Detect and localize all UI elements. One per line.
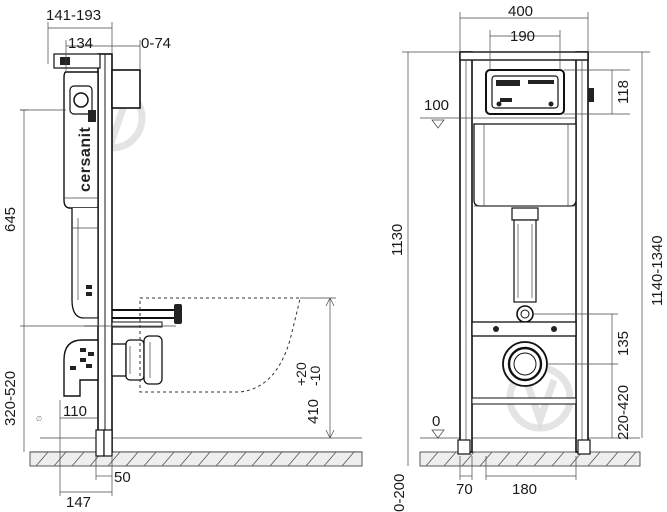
dim-frame-width: 400 [459, 3, 589, 52]
svg-text:+20: +20 [293, 362, 309, 386]
dim-bowl-height: 410 +20 -10 [293, 297, 336, 439]
floor-front [419, 437, 641, 467]
side-view: ∅ cersanit [2, 7, 363, 511]
svg-text:400: 400 [508, 3, 533, 20]
down-pipe [71, 208, 99, 327]
dim-total-height: 1130 [389, 51, 460, 438]
svg-text:320-520: 320-520 [2, 371, 19, 426]
svg-text:110: 110 [63, 403, 87, 420]
dim-foot-width: 70 [456, 456, 473, 498]
svg-text:118: 118 [615, 80, 632, 104]
svg-text:-10: -10 [307, 366, 323, 386]
dim-stud-gap: 135 [533, 313, 632, 365]
brand-label: cersanit [77, 126, 94, 192]
svg-text:180: 180 [512, 481, 537, 498]
water-inlet [111, 304, 182, 328]
svg-text:50: 50 [114, 469, 131, 486]
front-down-pipe [511, 207, 539, 323]
svg-text:190: 190 [510, 28, 535, 45]
dim-button-level: 100 [420, 97, 474, 129]
svg-text:100: 100 [424, 97, 449, 114]
dim-drain-range: 220-420 [611, 364, 632, 440]
svg-text:134: 134 [68, 35, 93, 52]
front-drain [502, 341, 548, 387]
dim-drain-spacing: 180 [485, 456, 577, 498]
dim-foot-range: 0-200 [391, 438, 409, 512]
dim-button-width: 190 [489, 28, 561, 70]
bowl-outline [139, 297, 301, 393]
drain-connector [111, 335, 163, 385]
svg-text:141-193: 141-193 [46, 7, 101, 24]
svg-text:0: 0 [432, 413, 440, 430]
dim-foot-depth: 147 [60, 480, 113, 511]
dim-top-depth: 141-193 [46, 7, 113, 64]
flush-plate [485, 69, 594, 115]
dim-frame-depth: 134 [65, 35, 112, 72]
drain-elbow [63, 339, 99, 397]
front-cistern [473, 117, 577, 207]
dim-floor-level: 0 [431, 413, 445, 439]
dim-pipe-depth: 110 [59, 400, 98, 496]
front-view: 400 190 118 100 1130 [389, 3, 666, 512]
dim-foot-offset: 50 [95, 456, 131, 486]
svg-text:135: 135 [615, 331, 632, 356]
dim-drain-height: 320-520 [2, 326, 25, 452]
svg-text:1130: 1130 [389, 224, 406, 256]
svg-text:147: 147 [66, 494, 91, 511]
svg-text:410: 410 [305, 399, 322, 424]
svg-text:70: 70 [456, 481, 473, 498]
dim-cistern-height: 645 [2, 109, 28, 326]
svg-text:1140-1340: 1140-1340 [649, 235, 666, 306]
svg-text:0-200: 0-200 [391, 474, 408, 512]
dim-button-offset: 0-74 [112, 35, 171, 70]
cistern: cersanit [63, 71, 99, 209]
svg-text:645: 645 [2, 207, 19, 232]
svg-text:∅: ∅ [36, 416, 42, 423]
dim-button-height: 118 [564, 69, 632, 115]
dim-height-range: 1140-1340 [588, 51, 666, 438]
svg-text:220-420: 220-420 [615, 385, 632, 440]
svg-text:0-74: 0-74 [141, 35, 171, 52]
